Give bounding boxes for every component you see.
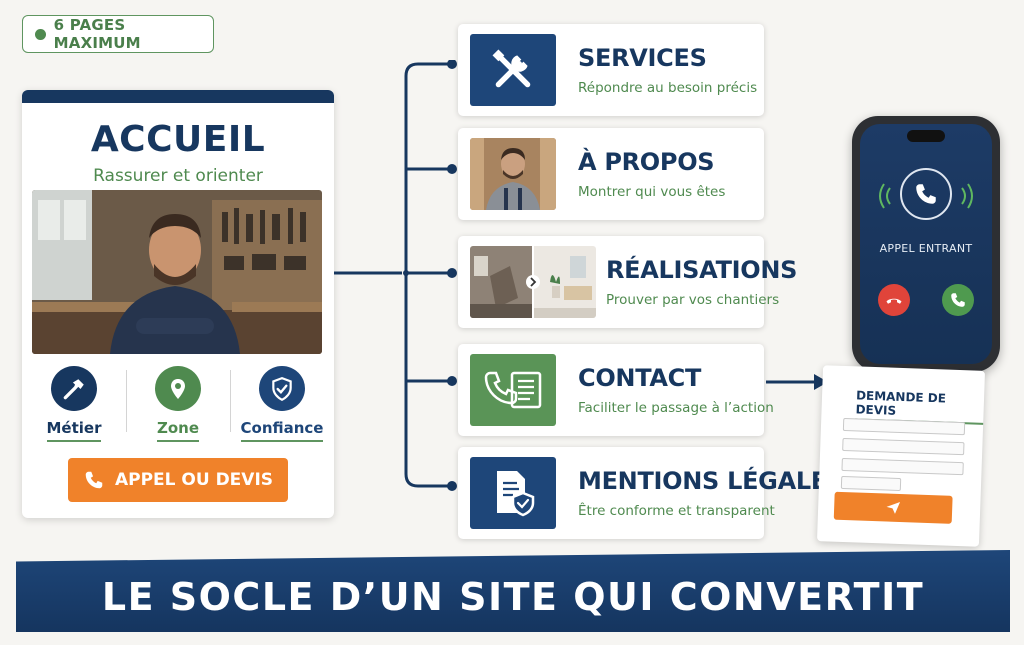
- page-title: MENTIONS LÉGALES: [578, 467, 844, 495]
- tree-connector: [334, 60, 457, 491]
- phone-icon: [85, 471, 103, 489]
- portrait-photo: [470, 138, 556, 210]
- badge-dot: [35, 28, 46, 40]
- phone-notch: [907, 130, 945, 142]
- tools-icon: [470, 34, 556, 106]
- feature-zone: Zone: [126, 362, 230, 442]
- form-submit-button[interactable]: [833, 491, 953, 524]
- feature-confiance: Confiance: [230, 362, 334, 442]
- feature-label: Confiance: [240, 419, 324, 442]
- cta-label: APPEL OU DEVIS: [114, 470, 274, 490]
- home-feature-icons: Métier Zone Confiance: [22, 362, 334, 442]
- page-title: CONTACT: [578, 364, 702, 392]
- shield-check-icon: [259, 366, 305, 411]
- page-description: Faciliter le passage à l’action: [578, 400, 774, 416]
- call-status-label: APPEL ENTRANT: [879, 242, 973, 255]
- page-card-mentions-legales: MENTIONS LÉGALES Être conforme et transp…: [458, 447, 844, 539]
- page-card-services: SERVICES Répondre au besoin précis: [458, 24, 764, 116]
- page-title: SERVICES: [578, 44, 707, 72]
- page-description: Être conforme et transparent: [578, 503, 775, 519]
- form-field[interactable]: [841, 457, 964, 476]
- paper-plane-icon: [886, 501, 901, 514]
- feature-label: Zone: [156, 419, 200, 442]
- pages-maximum-badge: 6 PAGES MAXIMUM: [22, 15, 214, 53]
- page-title: RÉALISATIONS: [606, 256, 798, 284]
- accept-call-button[interactable]: [942, 284, 974, 316]
- phone-form-icon: [470, 354, 556, 426]
- ringing-waves-icon: [879, 183, 973, 209]
- phone-screen: APPEL ENTRANT: [860, 124, 992, 364]
- home-title: ACCUEIL: [90, 119, 266, 160]
- badge-label: 6 PAGES MAXIMUM: [53, 16, 141, 52]
- page-card-realisations: RÉALISATIONS Prouver par vos chantiers: [458, 236, 797, 328]
- document-shield-icon: [470, 457, 556, 529]
- page-title: À PROPOS: [578, 148, 715, 176]
- home-page-card: ACCUEIL Rassurer et orienter: [22, 90, 334, 518]
- home-card-top-bar: [22, 90, 334, 103]
- page-description: Montrer qui vous êtes: [578, 184, 726, 200]
- hammer-icon: [51, 366, 97, 411]
- smartphone-mockup: APPEL ENTRANT: [852, 116, 1000, 372]
- page-description: Répondre au besoin précis: [578, 80, 758, 96]
- banner-text: LE SOCLE D’UN SITE QUI CONVERTIT: [101, 575, 925, 619]
- form-field[interactable]: [842, 437, 965, 456]
- feature-label: Métier: [46, 419, 102, 442]
- artisan-workshop-photo: [32, 190, 322, 354]
- feature-metier: Métier: [22, 362, 126, 442]
- home-subtitle: Rassurer et orienter: [93, 166, 263, 186]
- call-or-quote-button[interactable]: APPEL OU DEVIS: [68, 458, 288, 502]
- page-card-a-propos: À PROPOS Montrer qui vous êtes: [458, 128, 764, 220]
- decline-call-button[interactable]: [878, 284, 910, 316]
- page-description: Prouver par vos chantiers: [606, 292, 780, 308]
- form-field[interactable]: [840, 475, 902, 492]
- incoming-call-icon: [900, 168, 952, 220]
- page-card-contact: CONTACT Faciliter le passage à l’action: [458, 344, 774, 436]
- location-pin-icon: [155, 366, 201, 411]
- before-after-photo: [470, 246, 596, 318]
- quote-request-form: DEMANDE DE DEVIS: [816, 365, 986, 547]
- bottom-banner: LE SOCLE D’UN SITE QUI CONVERTIT: [16, 550, 1010, 632]
- arrow-right-icon: [766, 374, 828, 390]
